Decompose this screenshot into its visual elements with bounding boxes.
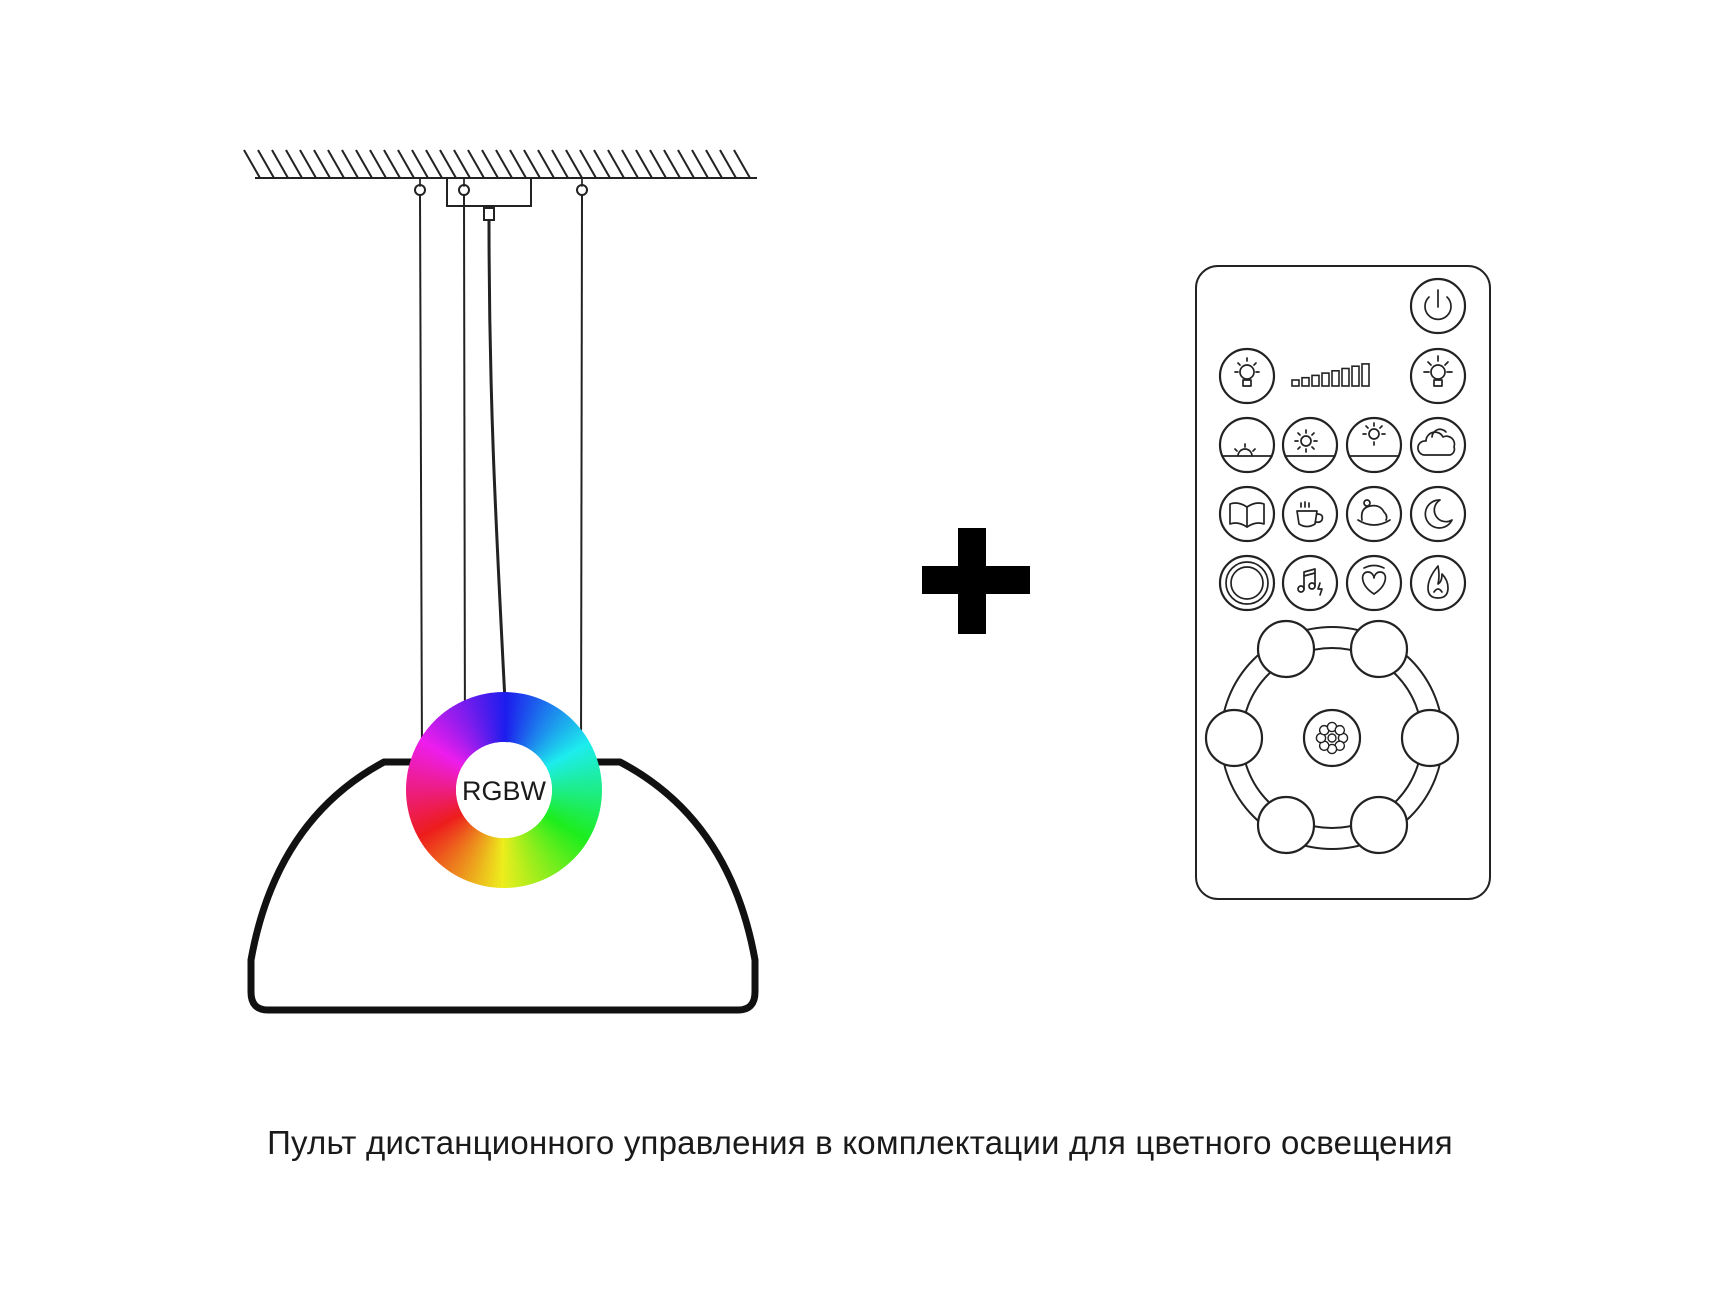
hatch-line [299, 149, 317, 179]
hatch-line [705, 149, 723, 179]
scene-meal-button[interactable] [1345, 485, 1403, 543]
hatch-line [383, 149, 401, 179]
ceiling-canopy [446, 177, 532, 207]
hatch-line [509, 149, 527, 179]
hatch-line [551, 149, 569, 179]
hatch-line [341, 149, 359, 179]
hatch-line [495, 149, 513, 179]
sun-icon [1284, 429, 1336, 457]
hatch-line [733, 149, 751, 179]
remote-control [1195, 265, 1491, 900]
hatch-line [313, 149, 331, 179]
bulb-dim-icon [1234, 357, 1260, 387]
brightness-bar [1301, 376, 1310, 387]
hatch-line [635, 149, 653, 179]
hatch-line [677, 149, 695, 179]
brightness-bar [1291, 379, 1300, 387]
hatch-line [271, 149, 289, 179]
hatch-line [439, 149, 457, 179]
scene-sunrise-button[interactable] [1218, 416, 1276, 474]
coffee-icon [1296, 501, 1324, 528]
hatch-line [285, 149, 303, 179]
plus-icon [922, 528, 1030, 634]
moon-icon [1424, 499, 1453, 529]
hatch-line [355, 149, 373, 179]
brightness-bar [1351, 365, 1360, 387]
hatch-line [453, 149, 471, 179]
rgbw-label: RGBW [462, 776, 547, 806]
scene-coffee-button[interactable] [1281, 485, 1339, 543]
hatch-line [425, 149, 443, 179]
hatch-line [719, 149, 737, 179]
brightness-down-button[interactable] [1218, 347, 1276, 405]
wheel-dot [1334, 724, 1346, 736]
heart-icon [1361, 564, 1387, 595]
suspension-cables [414, 177, 588, 761]
hatch-line [593, 149, 611, 179]
sun-high-icon [1348, 422, 1400, 457]
dial-button-bottom-left[interactable] [1256, 795, 1316, 855]
hatch-line [467, 149, 485, 179]
scene-cloud-button[interactable] [1409, 416, 1467, 474]
hatch-line [397, 149, 415, 179]
hatch-line [565, 149, 583, 179]
dial-button-left[interactable] [1204, 708, 1264, 768]
brightness-bar [1361, 363, 1370, 387]
hatch-line [243, 149, 261, 179]
book-icon [1229, 502, 1265, 528]
hatch-line [481, 149, 499, 179]
meal-icon [1357, 499, 1391, 526]
color-dial [1204, 619, 1460, 855]
scene-music-button[interactable] [1281, 554, 1339, 612]
hatch-line [327, 149, 345, 179]
hatch-line [607, 149, 625, 179]
brightness-up-button[interactable] [1409, 347, 1467, 405]
scene-sun-button[interactable] [1281, 416, 1339, 474]
wheel-dot [1327, 733, 1337, 743]
brightness-bar [1321, 372, 1330, 387]
circles-icon [1225, 561, 1269, 605]
sunrise-icon [1221, 443, 1273, 457]
music-icon [1297, 568, 1323, 596]
power-icon [1424, 289, 1452, 321]
ceiling [243, 149, 757, 179]
scene-night-button[interactable] [1409, 485, 1467, 543]
hatch-line [649, 149, 667, 179]
hatch-line [621, 149, 639, 179]
scene-sun-high-button[interactable] [1345, 416, 1403, 474]
brightness-bar [1311, 374, 1320, 387]
caption: Пульт дистанционного управления в компле… [267, 1124, 1453, 1161]
color-wheel-icon [1315, 721, 1349, 755]
brightness-bar [1341, 367, 1350, 387]
dial-button-right[interactable] [1400, 708, 1460, 768]
brightness-bar [1331, 369, 1340, 387]
dial-center-button[interactable] [1302, 708, 1362, 768]
dial-button-top-left[interactable] [1256, 619, 1316, 679]
scene-reading-button[interactable] [1218, 485, 1276, 543]
scene-fire-button[interactable] [1409, 554, 1467, 612]
cloud-icon [1417, 428, 1456, 456]
hatch-line [579, 149, 597, 179]
hatch-line [691, 149, 709, 179]
hatch-line [663, 149, 681, 179]
rgbw-color-ring: RGBW [406, 692, 602, 888]
brightness-scale [1291, 363, 1370, 387]
hatch-line [369, 149, 387, 179]
bulb-bright-icon [1423, 355, 1453, 387]
hatch-line [411, 149, 429, 179]
hatch-line [523, 149, 541, 179]
hatch-line [257, 149, 275, 179]
scene-circles-button[interactable] [1218, 554, 1276, 612]
hatch-line [537, 149, 555, 179]
power-button[interactable] [1409, 277, 1467, 335]
dial-button-bottom-right[interactable] [1349, 795, 1409, 855]
flame-icon [1427, 565, 1449, 599]
scene-romance-button[interactable] [1345, 554, 1403, 612]
dial-button-top-right[interactable] [1349, 619, 1409, 679]
